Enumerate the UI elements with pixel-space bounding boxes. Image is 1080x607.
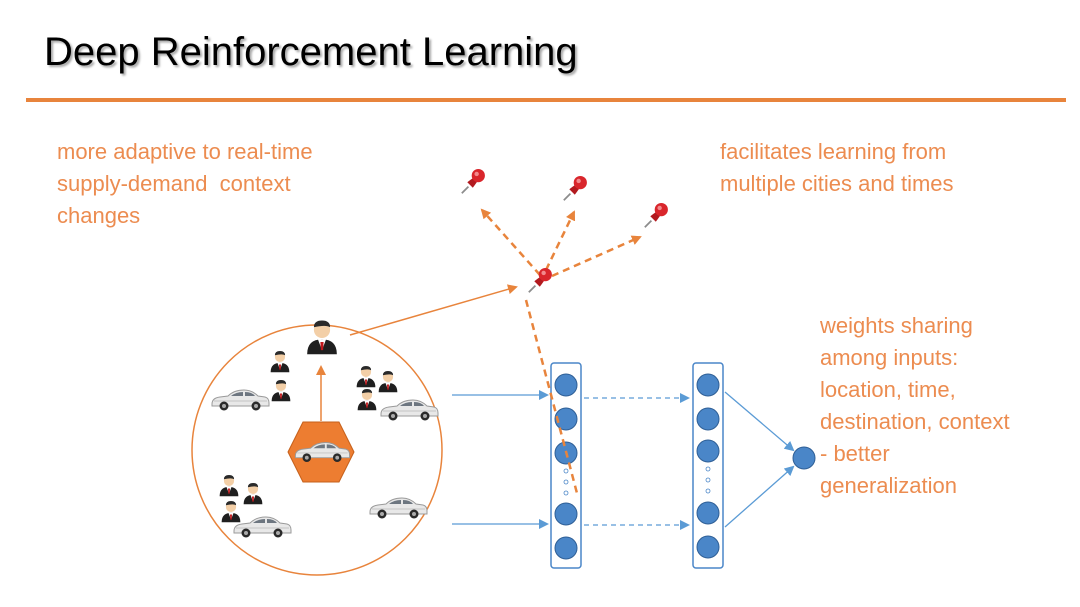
note-line: generalization bbox=[820, 473, 957, 498]
nn-ellipsis-dot bbox=[705, 477, 711, 483]
nn-node bbox=[696, 373, 720, 397]
nn-ellipsis-dot bbox=[705, 466, 711, 472]
note-line: more adaptive to real-time bbox=[57, 139, 313, 164]
map-pin-icon bbox=[643, 202, 669, 229]
nn-node bbox=[696, 501, 720, 525]
nn-node bbox=[554, 536, 578, 560]
title-divider bbox=[26, 98, 1066, 102]
nn-ellipsis-dot bbox=[563, 468, 569, 474]
note-line: supply-demand context bbox=[57, 171, 291, 196]
nn-node bbox=[696, 535, 720, 559]
nn-node bbox=[696, 439, 720, 463]
note-adaptive: more adaptive to real-time supply-demand… bbox=[57, 136, 313, 232]
note-line: location, time, bbox=[820, 377, 956, 402]
nn-ellipsis-dot bbox=[705, 488, 711, 494]
nn-output-node bbox=[792, 446, 816, 470]
output-arrow bbox=[724, 465, 795, 528]
note-line: among inputs: bbox=[820, 345, 959, 370]
note-line: facilitates learning from bbox=[720, 139, 947, 164]
map-pin-icon bbox=[562, 175, 588, 202]
note-line: changes bbox=[57, 203, 141, 228]
note-line: - better bbox=[820, 441, 890, 466]
note-line: multiple cities and times bbox=[720, 171, 954, 196]
output-arrow bbox=[724, 391, 795, 452]
dashed-route-arrow bbox=[551, 235, 642, 278]
nn-node bbox=[554, 502, 578, 526]
nn-node bbox=[696, 407, 720, 431]
route-arrow bbox=[349, 284, 518, 336]
note-weight-sharing: weights sharing among inputs: location, … bbox=[820, 310, 1010, 502]
dashed-route-line bbox=[524, 299, 580, 498]
note-line: destination, context bbox=[820, 409, 1010, 434]
nn-ellipsis-dot bbox=[563, 490, 569, 496]
nn-node bbox=[554, 407, 578, 431]
page-title: Deep Reinforcement Learning bbox=[44, 30, 578, 74]
note-line: weights sharing bbox=[820, 313, 973, 338]
dashed-route-arrow bbox=[544, 210, 576, 271]
nn-ellipsis-dot bbox=[563, 479, 569, 485]
dashed-route-arrow bbox=[480, 208, 541, 276]
map-pin-icon bbox=[527, 267, 553, 294]
map-pin-icon bbox=[460, 168, 486, 195]
note-multi-city: facilitates learning from multiple citie… bbox=[720, 136, 954, 200]
nn-node bbox=[554, 373, 578, 397]
